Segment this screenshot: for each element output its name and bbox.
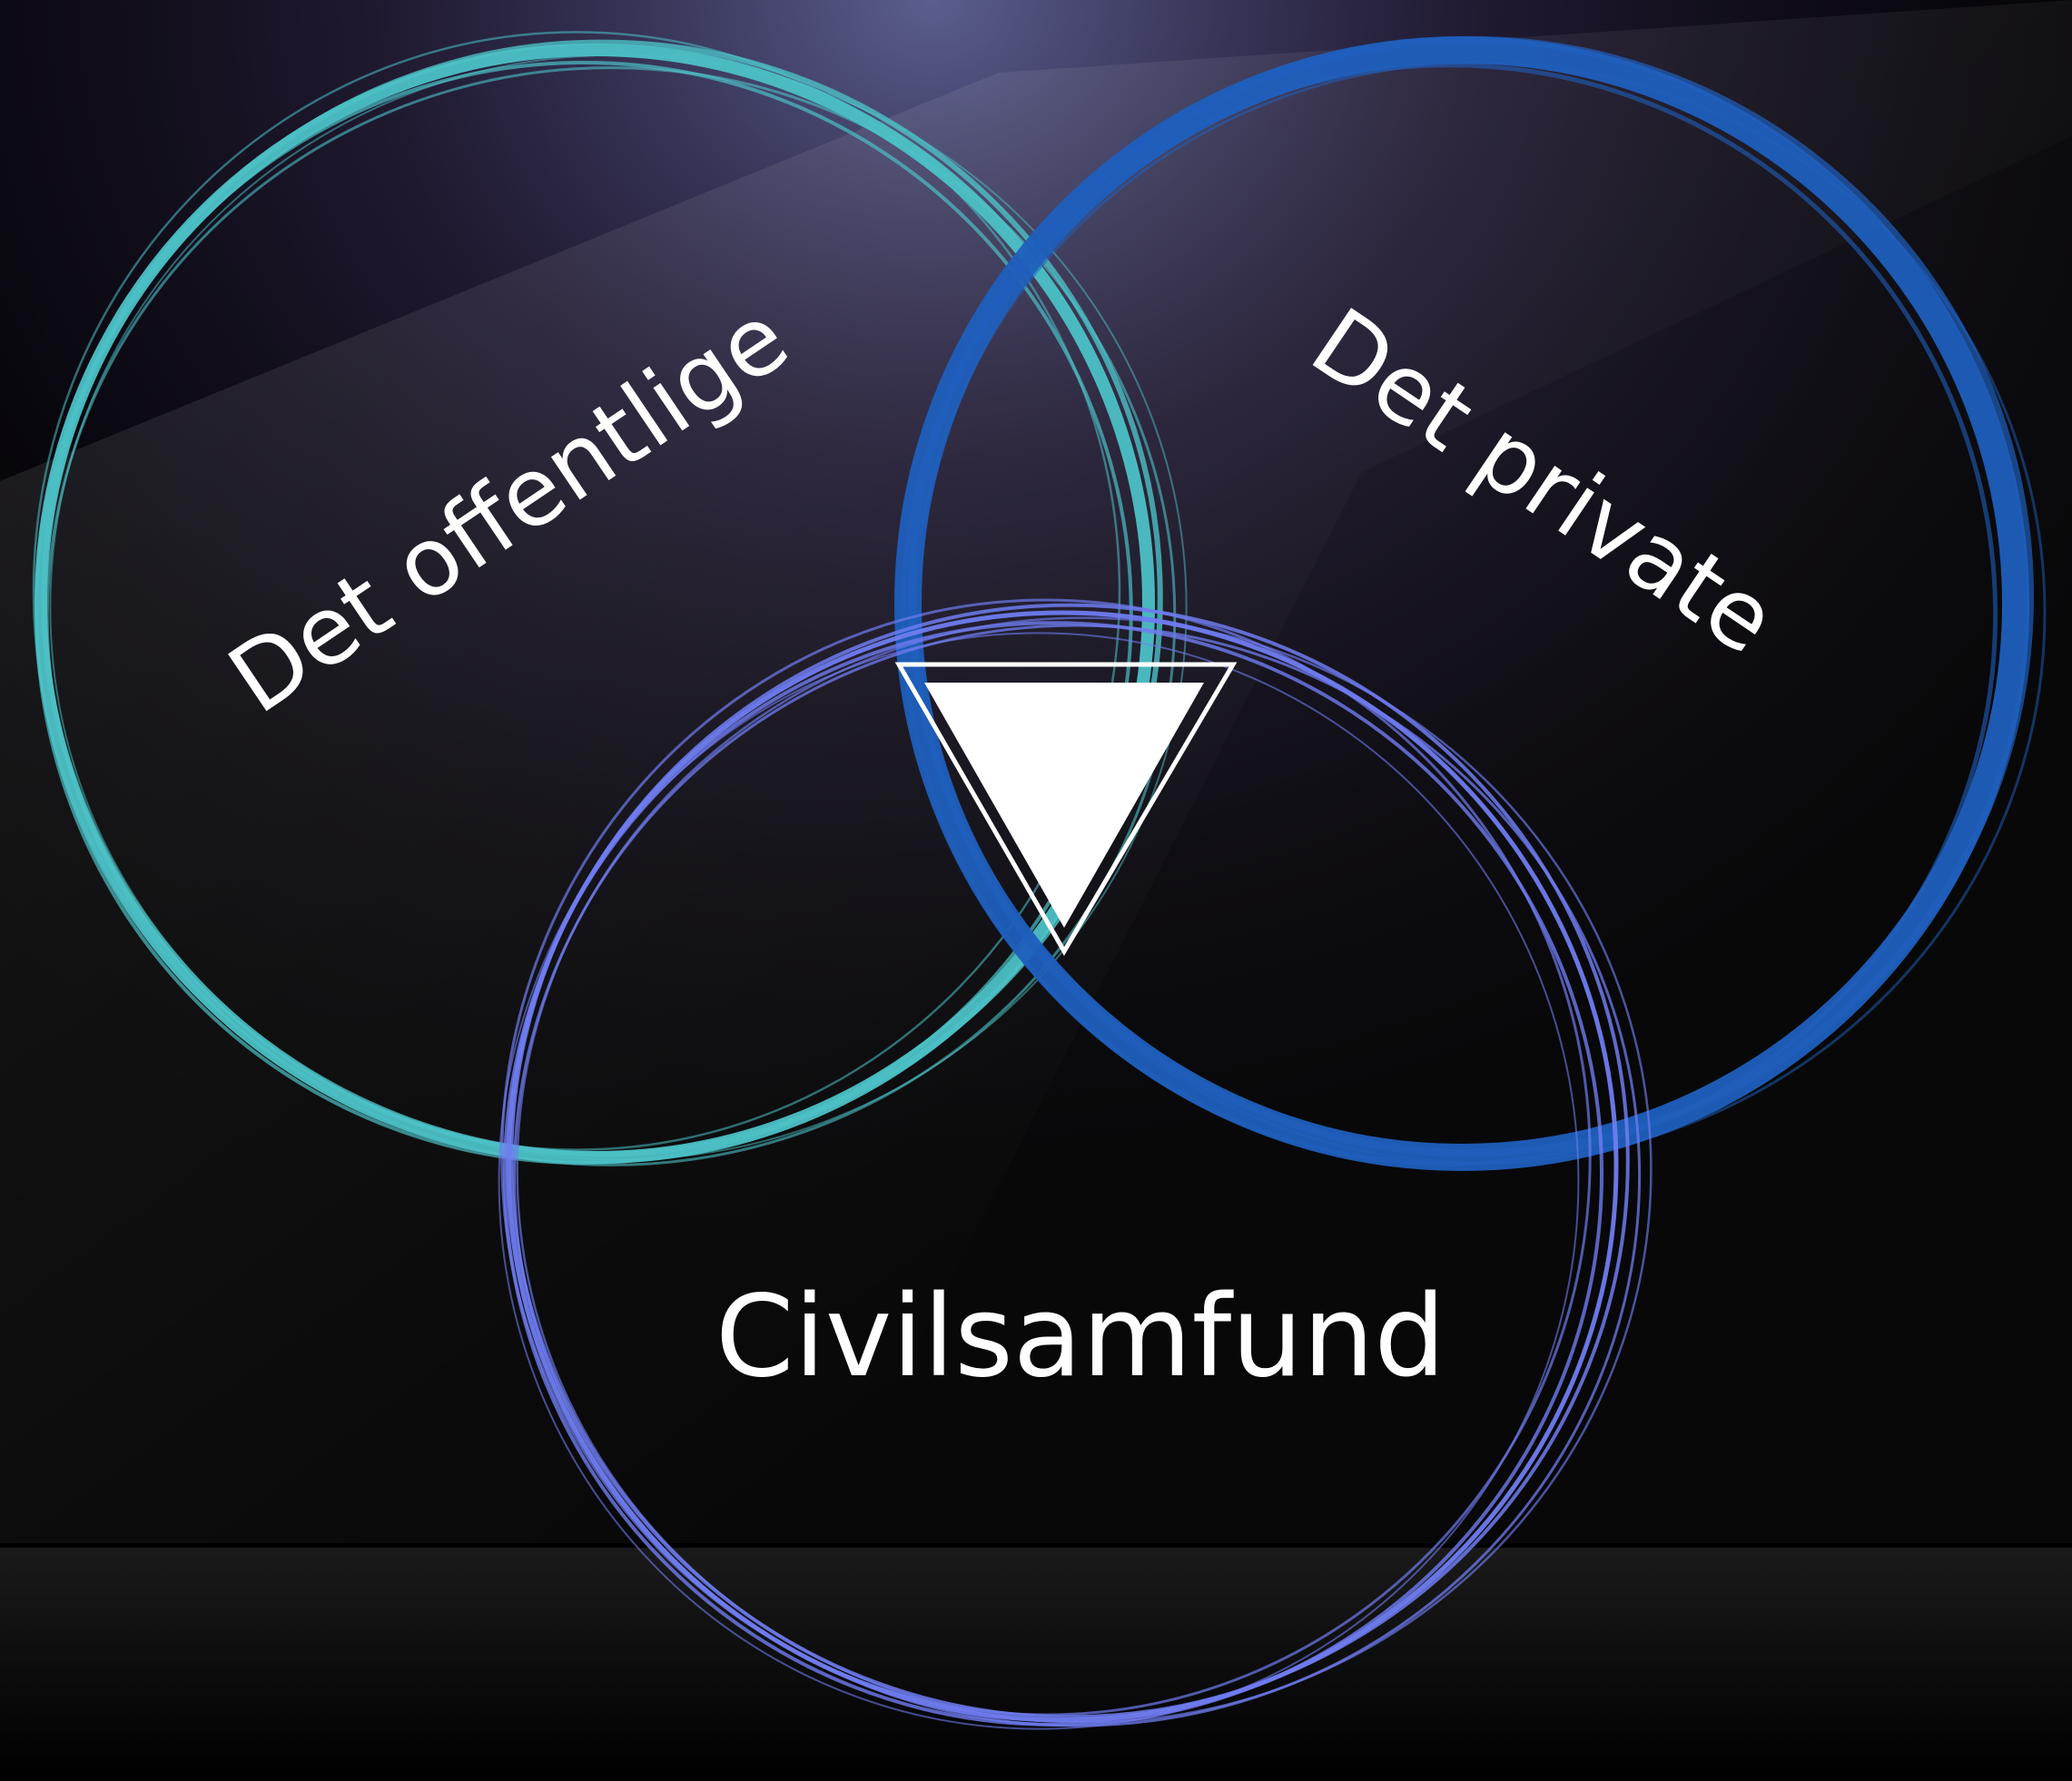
- circle-public-rings: [32, 31, 1188, 1166]
- ring-private-3: [913, 61, 2047, 1165]
- label-civil: Civilsamfund: [715, 1272, 1445, 1402]
- ring-civil-1: [509, 603, 1630, 1719]
- ring-public-2: [35, 61, 1133, 1165]
- background-floor: [0, 1548, 2072, 1781]
- ring-public-4: [32, 31, 1121, 1151]
- circle-civil-rings: [498, 598, 1653, 1730]
- ring-civil-3: [512, 624, 1642, 1727]
- center-triangle: [924, 683, 1204, 928]
- ring-civil-4: [500, 598, 1592, 1717]
- ring-public-1: [41, 39, 1163, 1157]
- center-triangle-outline: [894, 662, 1238, 956]
- ring-private-2: [900, 63, 1998, 1166]
- ring-civil-5: [516, 616, 1653, 1724]
- ring-private-1: [908, 35, 2034, 1157]
- ring-civil-0: [506, 610, 1619, 1723]
- circle-private-rings: [894, 35, 2047, 1171]
- ring-public-5: [49, 54, 1188, 1161]
- ring-civil-6: [498, 632, 1580, 1730]
- ring-public-0: [35, 44, 1155, 1164]
- ring-private-0: [894, 36, 2029, 1171]
